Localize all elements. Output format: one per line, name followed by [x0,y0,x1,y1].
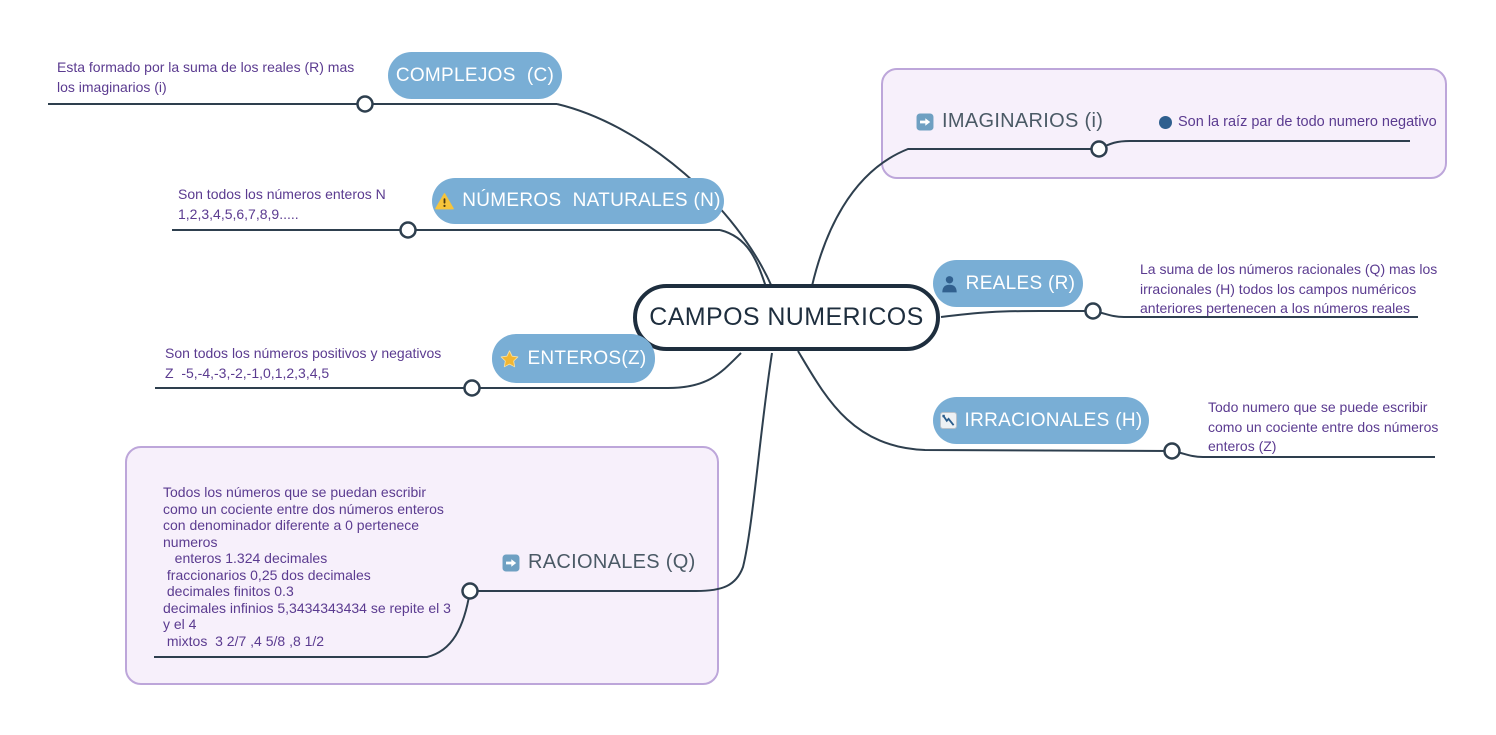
junction-naturales[interactable] [399,221,417,239]
junction-enteros[interactable] [463,379,481,397]
topic-complejos-label: COMPLEJOS (C) [395,64,555,86]
bullet-icon [1159,116,1172,130]
note-naturales[interactable]: Son todos los números enteros N 1,2,3,4,… [178,186,386,222]
note-irracionales[interactable]: Todo numero que se puede escribir como u… [1208,399,1439,454]
branch-naturales-curve [719,229,767,288]
topic-reales[interactable]: REALES (R) [933,260,1083,307]
junction-complejos[interactable] [356,95,374,113]
branch-reales-underline [940,310,1093,318]
topic-imaginarios[interactable]: IMAGINARIOS (i) [916,110,1103,133]
topic-racionales[interactable]: RACIONALES (Q) [502,551,696,574]
note-imaginarios-row: Son la raíz par de todo numero negativo [1159,113,1437,133]
junction-reales[interactable] [1084,302,1102,320]
topic-complejos[interactable]: COMPLEJOS (C) [388,52,562,99]
topic-irracionales[interactable]: IRRACIONALES (H) [933,397,1149,444]
branch-enteros-curve [667,352,742,389]
right-arrow-icon [916,113,934,130]
person-icon [941,275,957,292]
topic-enteros-label: ENTEROS(Z) [527,347,647,369]
note-complejos[interactable]: Esta formado por la suma de los reales (… [57,59,355,95]
note-racionales[interactable]: Todos los números que se puedan escribir… [163,484,451,649]
topic-irracionales-label: IRRACIONALES (H) [964,409,1143,431]
central-topic-label: CAMPOS NUMERICOS [649,303,924,331]
chart-decreasing-icon [939,412,957,429]
central-topic[interactable]: CAMPOS NUMERICOS [633,284,940,351]
warning-icon [435,192,455,209]
topic-imaginarios-label: IMAGINARIOS (i) [942,110,1104,132]
topic-naturales[interactable]: NÚMEROS NATURALES (N) [432,178,724,224]
note-reales[interactable]: La suma de los números racionales (Q) ma… [1140,261,1438,316]
star-icon [501,349,519,367]
topic-racionales-label: RACIONALES (Q) [528,551,696,573]
junction-imaginarios[interactable] [1090,140,1108,158]
note-imaginarios[interactable]: Son la raíz par de todo numero negativo [1178,114,1437,130]
topic-reales-label: REALES (R) [965,272,1076,294]
topic-naturales-label: NÚMEROS NATURALES (N) [462,190,721,211]
junction-irracionales[interactable] [1163,442,1181,460]
note-enteros[interactable]: Son todos los números positivos y negati… [165,345,442,381]
junction-racionales[interactable] [461,582,479,600]
topic-enteros[interactable]: ENTEROS(Z) [492,334,655,383]
right-arrow-icon [502,554,520,571]
